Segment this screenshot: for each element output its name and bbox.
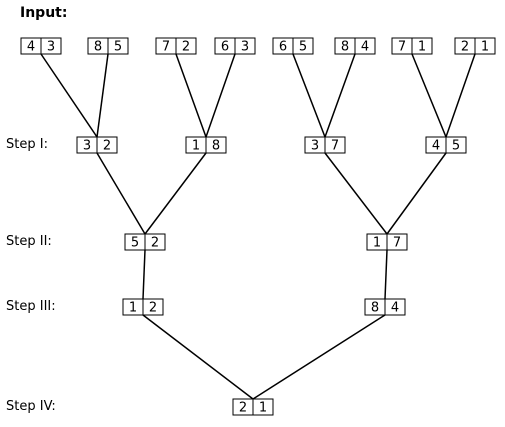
left-value: 8 — [94, 40, 102, 55]
left-value: 7 — [162, 40, 170, 55]
step-label-2: Step II: — [6, 234, 52, 249]
right-value: 1 — [481, 40, 489, 55]
left-value: 8 — [371, 301, 379, 316]
connector-line — [324, 53, 356, 138]
left-value: 7 — [398, 40, 406, 55]
input-heading: Input: — [20, 5, 68, 21]
connector-line — [96, 152, 146, 235]
step-label-1: Step I: — [6, 137, 48, 152]
left-value: 4 — [432, 139, 440, 154]
left-value: 6 — [221, 40, 229, 55]
left-value: 2 — [461, 40, 469, 55]
connector-line — [205, 53, 236, 138]
connector-line — [142, 249, 146, 300]
left-value: 1 — [192, 139, 200, 154]
connector-line — [40, 53, 98, 138]
connector-line — [142, 314, 254, 400]
connector-line — [175, 53, 207, 138]
connector-line — [96, 53, 109, 138]
right-value: 2 — [103, 139, 111, 154]
connector-line — [445, 53, 476, 138]
right-value: 2 — [182, 40, 190, 55]
left-value: 5 — [131, 236, 139, 251]
right-value: 4 — [391, 301, 399, 316]
connector-line — [384, 249, 388, 300]
left-value: 3 — [311, 139, 319, 154]
left-value: 3 — [83, 139, 91, 154]
right-value: 1 — [418, 40, 426, 55]
right-value: 7 — [393, 236, 401, 251]
left-value: 6 — [279, 40, 287, 55]
connector-line — [386, 152, 447, 235]
right-value: 5 — [299, 40, 307, 55]
connector-line — [144, 152, 207, 235]
right-value: 5 — [452, 139, 460, 154]
right-value: 4 — [361, 40, 369, 55]
right-value: 1 — [259, 401, 267, 416]
right-value: 7 — [331, 139, 339, 154]
left-value: 4 — [27, 40, 35, 55]
right-value: 3 — [241, 40, 249, 55]
left-value: 1 — [373, 236, 381, 251]
right-value: 2 — [149, 301, 157, 316]
left-value: 1 — [129, 301, 137, 316]
right-value: 8 — [212, 139, 220, 154]
connector-line — [292, 53, 326, 138]
connector-line — [411, 53, 447, 138]
right-value: 5 — [114, 40, 122, 55]
right-value: 2 — [151, 236, 159, 251]
right-value: 3 — [47, 40, 55, 55]
step-label-4: Step IV: — [6, 399, 56, 414]
left-value: 8 — [341, 40, 349, 55]
connector-line — [252, 314, 386, 400]
connector-line — [324, 152, 388, 235]
left-value: 2 — [239, 401, 247, 416]
step-label-3: Step III: — [6, 299, 56, 314]
